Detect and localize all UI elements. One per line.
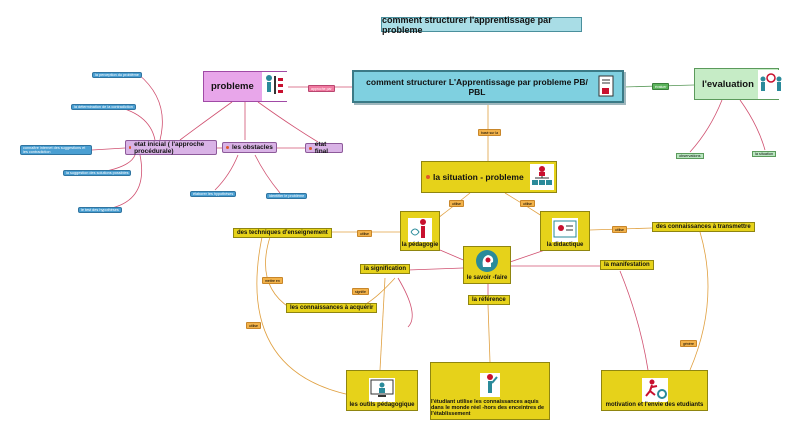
eval-observations[interactable]: observations <box>676 153 704 159</box>
probleme-label: probleme <box>211 81 254 92</box>
tag-sit-did: utilise <box>520 200 535 207</box>
tag-evaluer: évaluer <box>652 83 670 90</box>
tag-outils: utilise <box>246 322 261 329</box>
pedagogie-label: la pédagogie <box>401 242 439 248</box>
person-icon <box>480 373 500 397</box>
bullet-icon <box>426 175 430 179</box>
probleme-node[interactable]: probleme <box>203 71 288 102</box>
pedagogie-node[interactable]: la pédagogie <box>400 211 440 251</box>
monitor-icon <box>369 378 395 402</box>
note-test[interactable]: le test des hypothèses <box>78 207 122 213</box>
bullet-icon <box>226 146 229 149</box>
team-icon <box>757 69 784 99</box>
diagram-title: comment structurer l'apprentissage par p… <box>381 15 582 35</box>
etat-initial-node[interactable]: etat inicial ( l'approche procédurale) <box>125 140 217 155</box>
note-perception[interactable]: la perception du problème <box>92 72 142 78</box>
eval-situation[interactable]: la situation <box>752 151 777 157</box>
evaluation-node[interactable]: l'evaluation <box>694 68 784 100</box>
central-topic[interactable]: comment structurer L'Apprentissage par p… <box>352 70 624 103</box>
head-gear-icon <box>475 249 499 275</box>
link-prob-etatfinal <box>257 101 319 143</box>
connaissances-transmettre-node[interactable]: des connaissances à transmettre <box>652 222 755 232</box>
obstacles-label: les obstacles <box>232 144 273 151</box>
motivation-label: motivation et l'envie des etudiants <box>605 402 704 408</box>
note-connaitre[interactable]: connaître internet des suggestions et le… <box>20 145 92 155</box>
evaluation-label: l'evaluation <box>702 78 754 90</box>
didactique-label: la didactique <box>546 242 584 248</box>
bullet-icon <box>129 146 132 149</box>
didactique-node[interactable]: la didactique <box>540 211 590 251</box>
central-topic-label: comment structurer L'Apprentissage par p… <box>366 76 588 97</box>
savoir-faire-label: le savoir -faire <box>466 275 508 281</box>
note-hypotheses[interactable]: élaborer les hypothèses <box>190 191 237 197</box>
note-suggestion[interactable]: la suggestion des solutions possibles <box>63 170 132 176</box>
etudiant-node[interactable]: l'étudiant utilise les connaissances aqu… <box>430 362 550 420</box>
reference-node[interactable]: la référence <box>468 295 510 305</box>
etudiant-label: l'étudiant utilise les connaissances aqu… <box>431 399 545 417</box>
connaissances-acquerir-node[interactable]: les connaissances à acquérir <box>286 303 378 313</box>
teacher-icon <box>408 218 432 242</box>
manifestation-node[interactable]: la manifestation <box>600 260 654 270</box>
tag-signifie: signifie <box>352 288 369 295</box>
etat-final-node[interactable]: etat final <box>305 141 343 155</box>
presentation-icon <box>261 72 288 101</box>
situation-label: la situation - probleme <box>433 172 524 182</box>
tag-approche-par: approche par <box>308 85 335 92</box>
id-card-icon <box>552 218 578 242</box>
link-prob-etatinitial <box>179 101 233 141</box>
document-icon <box>596 75 616 99</box>
bullet-icon <box>309 146 312 150</box>
runner-gear-icon <box>641 378 668 402</box>
situation-probleme-node[interactable]: la situation - probleme <box>421 161 557 193</box>
motivation-node[interactable]: motivation et l'envie des etudiants <box>601 370 708 411</box>
tag-sit-ped: utilise <box>449 200 464 207</box>
tag-did-conn: utilise <box>612 226 627 233</box>
etat-initial-label: etat inicial ( l'approche procédurale) <box>134 140 205 155</box>
outils-node[interactable]: les outils pédagogique <box>346 370 418 411</box>
note-identifier[interactable]: identifier le problème <box>266 193 308 199</box>
tag-genere: génère <box>680 340 697 347</box>
note-contradiction[interactable]: la détermination de la contradiction <box>71 104 136 110</box>
hierarchy-icon <box>529 164 554 190</box>
techniques-node[interactable]: des techniques d'enseignement <box>233 228 332 238</box>
obstacles-node[interactable]: les obstacles <box>222 142 277 153</box>
tag-base-sur: basé sur la <box>478 129 502 136</box>
etat-final-label: etat final <box>314 141 329 155</box>
savoir-faire-node[interactable]: le savoir -faire <box>463 246 511 284</box>
outils-label: les outils pédagogique <box>349 402 415 408</box>
signification-node[interactable]: la signification <box>360 264 411 274</box>
tag-mettre-en: mettre en <box>262 277 283 284</box>
tag-ped-tech: utilise <box>357 230 372 237</box>
